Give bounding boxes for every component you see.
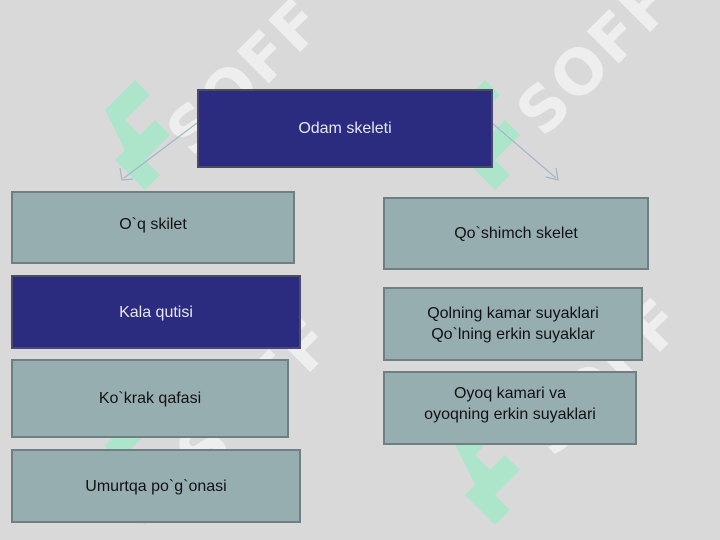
right-item-node: Qolning kamar suyaklari Qo`lning erkin s… [383,287,643,361]
root-node: Odam skeleti [197,89,493,168]
arrow-root-to-left [123,122,198,179]
left-title-node: O`q skilet [11,191,295,264]
arrow-root-to-right [491,122,557,179]
right-item-node: Oyoq kamari va oyoqning erkin suyaklari [383,371,637,445]
left-item-label: Kala qutisi [119,303,193,321]
arrow-left-head [119,167,134,181]
left-title-label: O`q skilet [119,216,187,233]
right-title-node: Qo`shimch skelet [383,197,649,270]
right-item-label: Oyoq kamari va oyoqning erkin suyaklari [424,385,596,423]
right-item-label: Qolning kamar suyaklari Qo`lning erkin s… [427,305,599,343]
root-label: Odam skeleti [298,120,392,137]
arrow-right-head [545,167,559,181]
left-item-node: Umurtqa po`g`onasi [11,449,301,523]
left-item-label: Umurtqa po`g`onasi [85,477,227,495]
left-item-node: Kala qutisi [11,275,301,349]
left-item-node: Ko`krak qafasi [11,359,289,438]
right-title-label: Qo`shimch skelet [454,225,578,242]
left-item-label: Ko`krak qafasi [98,390,202,407]
